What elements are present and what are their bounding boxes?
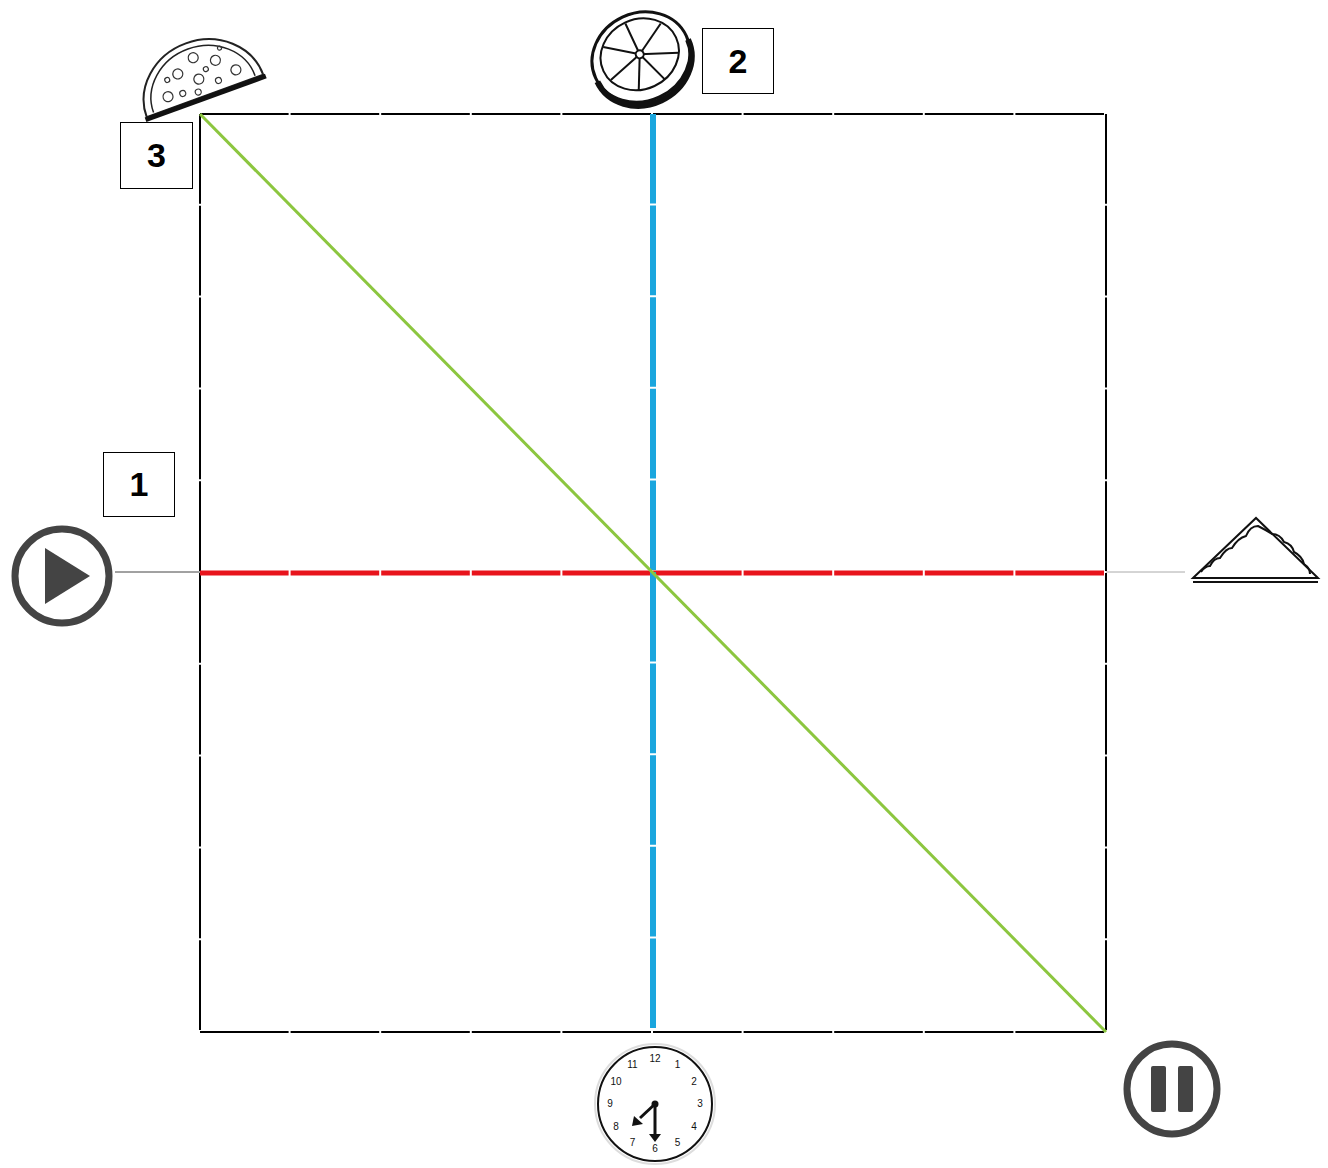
pizza-icon: [126, 21, 266, 119]
callout-box: 1: [103, 452, 175, 517]
clock-numeral: 7: [630, 1138, 636, 1148]
callout-box: 2: [702, 28, 774, 94]
callout-box: 3: [120, 122, 193, 189]
clock-numeral: 3: [697, 1099, 703, 1109]
grid-frame: [200, 114, 1106, 1032]
clock-numeral: 6: [652, 1144, 658, 1154]
clock-numeral: 12: [649, 1054, 660, 1064]
guide-line: [115, 572, 200, 573]
clock-numeral: 8: [613, 1122, 619, 1132]
callout-number: 2: [729, 42, 748, 81]
frame-bottom: [200, 1031, 1106, 1033]
clock-numeral: 1: [675, 1060, 681, 1070]
green-diagonal-line: [200, 114, 1106, 1032]
clock-numeral: 9: [607, 1099, 613, 1109]
clock-numeral: 11: [627, 1060, 637, 1070]
lemon-icon: [577, 0, 707, 122]
clock-numeral: 5: [675, 1138, 681, 1148]
guide-line: [1106, 572, 1185, 573]
pause-icon: [1127, 1044, 1217, 1134]
clock-numeral: 2: [691, 1077, 697, 1087]
clock-icon: [595, 1044, 715, 1164]
callout-number: 3: [147, 136, 166, 175]
callout-number: 1: [130, 465, 149, 504]
play-icon: [15, 529, 109, 623]
clock-numeral: 4: [691, 1122, 697, 1132]
clock-numeral: 10: [610, 1077, 621, 1087]
sandwich-icon: [1193, 518, 1318, 582]
